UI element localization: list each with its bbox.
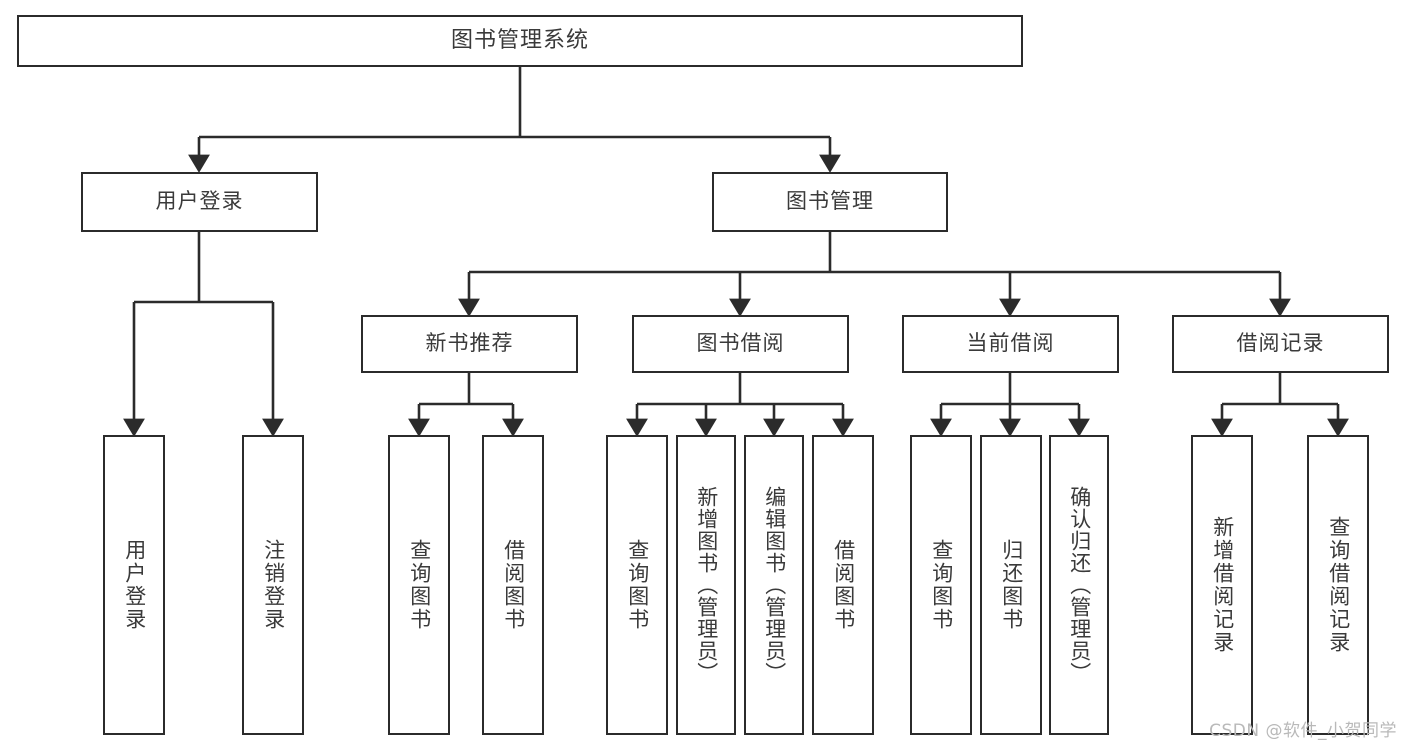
node-book-borrowing[interactable]: 图书借阅 xyxy=(632,315,849,373)
node-leaf-user-login[interactable]: 用户登录 xyxy=(103,435,165,735)
node-leaf-borrow-books-borrowing[interactable]: 借阅图书 xyxy=(812,435,874,735)
node-label: 编辑图书（管理员） xyxy=(762,486,787,684)
node-root-book-management-system[interactable]: 图书管理系统 xyxy=(17,15,1023,67)
node-label: 借阅图书 xyxy=(831,539,856,631)
node-leaf-edit-book-admin[interactable]: 编辑图书（管理员） xyxy=(744,435,804,735)
node-label: 查询图书 xyxy=(407,539,432,631)
node-label: 图书管理系统 xyxy=(450,27,589,53)
node-leaf-query-borrowing-record[interactable]: 查询借阅记录 xyxy=(1307,435,1369,735)
node-label: 图书管理 xyxy=(786,189,874,214)
watermark-text: CSDN @软件_小贺同学 xyxy=(1209,721,1397,741)
node-label: 查询借阅记录 xyxy=(1326,516,1351,654)
node-label: 用户登录 xyxy=(122,539,147,631)
node-label: 借阅图书 xyxy=(501,539,526,631)
node-leaf-add-book-admin[interactable]: 新增图书（管理员） xyxy=(676,435,736,735)
node-label: 当前借阅 xyxy=(966,331,1055,356)
node-new-book-recommendation[interactable]: 新书推荐 xyxy=(361,315,578,373)
node-label: 归还图书 xyxy=(999,539,1024,631)
node-label: 确认归还（管理员） xyxy=(1067,486,1092,684)
node-label: 新增图书（管理员） xyxy=(694,486,719,684)
node-label: 图书借阅 xyxy=(696,331,785,356)
node-leaf-logout[interactable]: 注销登录 xyxy=(242,435,304,735)
node-borrowing-records[interactable]: 借阅记录 xyxy=(1172,315,1389,373)
node-label: 新书推荐 xyxy=(425,331,514,356)
node-leaf-return-books[interactable]: 归还图书 xyxy=(980,435,1042,735)
node-leaf-query-books-recommendation[interactable]: 查询图书 xyxy=(388,435,450,735)
node-leaf-query-books-borrowing[interactable]: 查询图书 xyxy=(606,435,668,735)
node-leaf-borrow-books-recommendation[interactable]: 借阅图书 xyxy=(482,435,544,735)
node-label: 用户登录 xyxy=(155,189,244,214)
node-current-borrowing[interactable]: 当前借阅 xyxy=(902,315,1119,373)
node-leaf-query-books-current[interactable]: 查询图书 xyxy=(910,435,972,735)
node-label: 查询图书 xyxy=(929,539,954,631)
node-label: 借阅记录 xyxy=(1236,331,1325,356)
node-user-login[interactable]: 用户登录 xyxy=(81,172,318,232)
node-label: 查询图书 xyxy=(625,539,650,631)
node-label: 新增借阅记录 xyxy=(1210,516,1235,654)
node-leaf-confirm-return-admin[interactable]: 确认归还（管理员） xyxy=(1049,435,1109,735)
node-label: 注销登录 xyxy=(261,539,286,631)
node-leaf-add-borrowing-record[interactable]: 新增借阅记录 xyxy=(1191,435,1253,735)
node-book-management[interactable]: 图书管理 xyxy=(712,172,948,232)
